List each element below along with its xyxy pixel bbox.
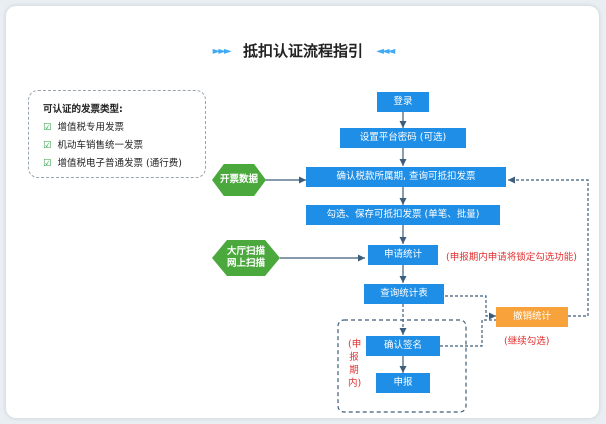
lock-note: (申报期内申请将锁定勾选功能) xyxy=(446,252,577,263)
step-revoke-stats: 撤销统计 xyxy=(496,307,568,327)
check-icon: ☑ xyxy=(43,122,52,133)
title-arrows-right-icon: ◄◄◄ xyxy=(376,46,395,57)
input-scan-line2: 网上扫描 xyxy=(226,258,265,269)
step-confirm-period: 确认税款所属期, 查询可抵扣发票 xyxy=(306,167,506,187)
legend-item-label: 机动车销售统一发票 xyxy=(57,140,144,151)
step-confirm-sign: 确认签名 xyxy=(366,336,440,356)
step-declare: 申报 xyxy=(376,373,430,393)
step-login: 登录 xyxy=(377,92,429,112)
invoice-types-legend: 可认证的发票类型: ☑ 增值税专用发票 ☑ 机动车销售统一发票 ☑ 增值税电子普通发票… xyxy=(28,90,206,178)
arrow-revoke-confirm xyxy=(508,176,589,317)
title-arrows-left-icon: ►►► xyxy=(212,46,232,57)
legend-item: ☑ 增值税专用发票 xyxy=(43,121,124,135)
continue-select-note: (继续勾选) xyxy=(504,336,550,347)
step-select-save: 勾选、保存可抵扣发票 (单笔、批量) xyxy=(306,205,500,225)
step-apply-stats: 申请统计 xyxy=(368,245,438,265)
title-text: 抵扣认证流程指引 xyxy=(242,42,363,60)
legend-item: ☑ 机动车销售统一发票 xyxy=(43,139,143,153)
declaration-period-region xyxy=(337,319,467,413)
input-scan-line1: 大厅扫描 xyxy=(226,246,265,257)
legend-heading: 可认证的发票类型: xyxy=(43,104,123,115)
input-invoice-data-label: 开票数据 xyxy=(219,174,258,185)
step-query-stats: 查询统计表 xyxy=(364,284,444,304)
step-set-password: 设置平台密码 (可选) xyxy=(340,128,466,148)
check-icon: ☑ xyxy=(43,140,52,151)
legend-item-label: 增值税电子普通发票 (通行费) xyxy=(57,158,182,169)
check-icon: ☑ xyxy=(43,158,52,169)
legend-item-label: 增值税专用发票 xyxy=(57,122,125,133)
diagram-card xyxy=(6,6,599,418)
input-invoice-data: 开票数据 xyxy=(212,164,266,196)
arrow-sign-revoke xyxy=(440,319,496,347)
input-scan: 大厅扫描 网上扫描 xyxy=(212,240,280,276)
arrow-query-revoke xyxy=(445,295,496,320)
declaration-period-label: (申报期内) xyxy=(348,339,362,389)
page-title: ►►► 抵扣认证流程指引 ◄◄◄ xyxy=(0,40,606,61)
legend-item: ☑ 增值税电子普通发票 (通行费) xyxy=(43,157,182,171)
